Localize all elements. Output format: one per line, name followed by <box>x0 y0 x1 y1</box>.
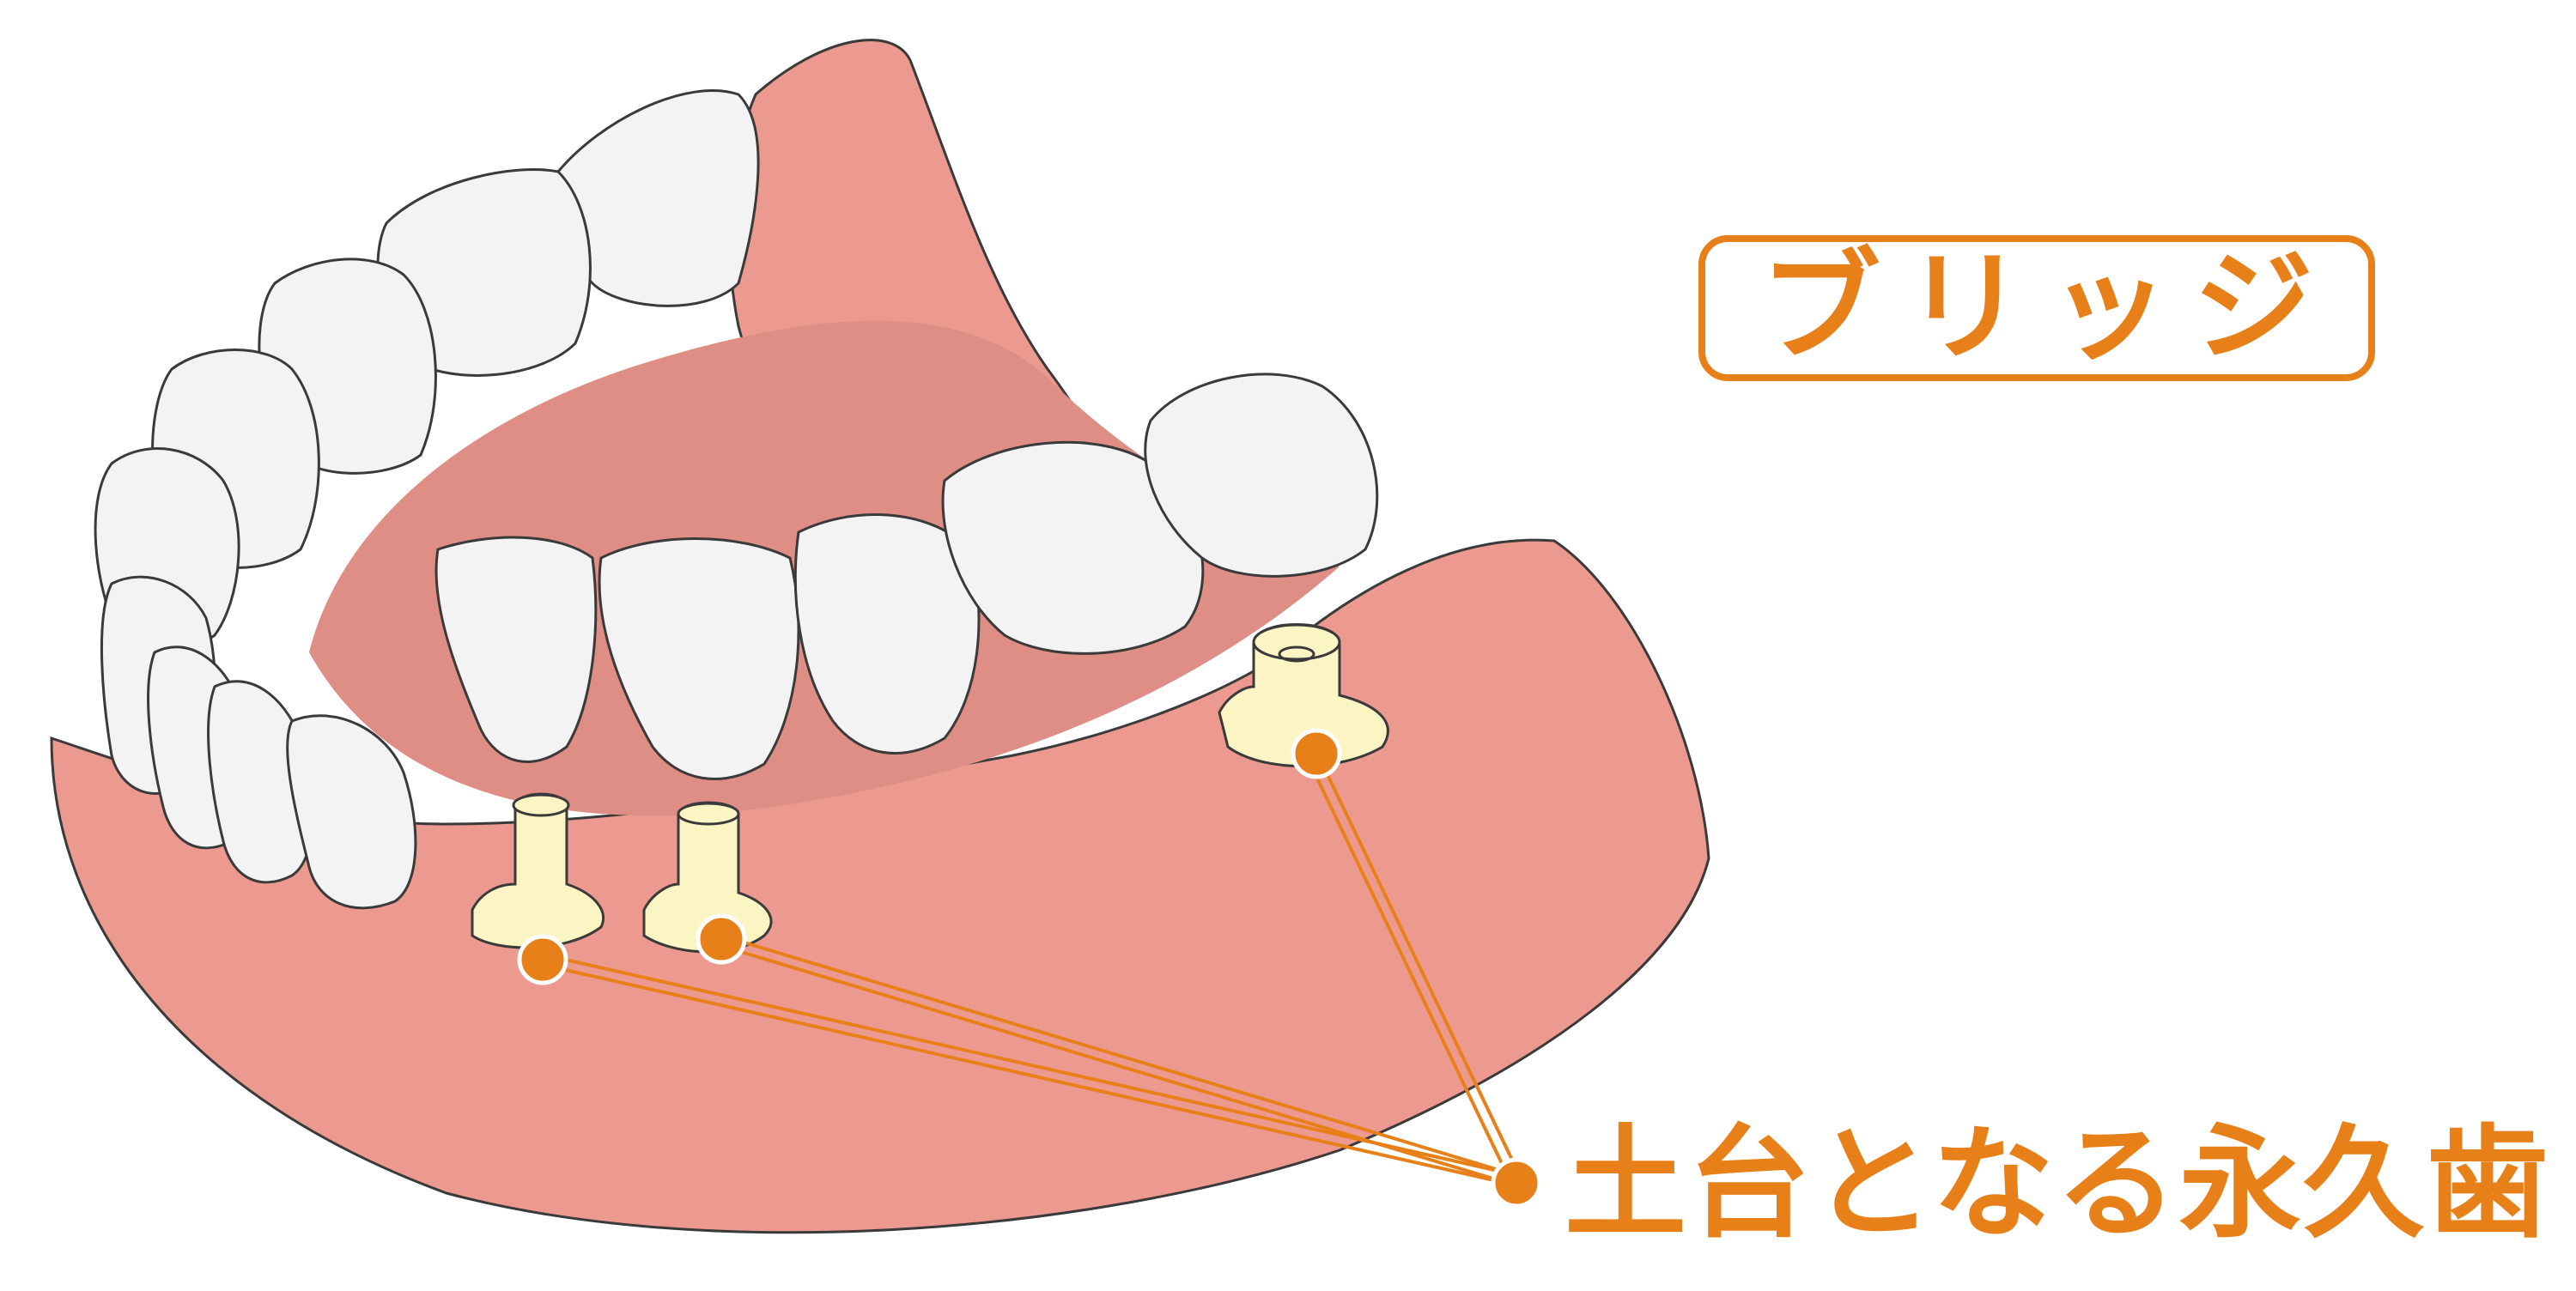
callout-lines <box>542 763 1522 1186</box>
callout-dot-abutment-3 <box>1291 728 1342 779</box>
title-box: ブリッジ <box>1698 235 2375 381</box>
callout-dots <box>517 728 1542 1209</box>
callout-label: 土台となる永久歯 <box>1564 1113 2550 1255</box>
callout-dot-label <box>1491 1157 1542 1209</box>
title-text: ブリッジ <box>1759 238 2337 378</box>
callout-dot-abutment-1 <box>517 934 568 985</box>
teeth-back-arch <box>94 89 760 910</box>
callout-dot-abutment-2 <box>696 913 747 965</box>
teeth-front-row <box>434 373 1379 780</box>
